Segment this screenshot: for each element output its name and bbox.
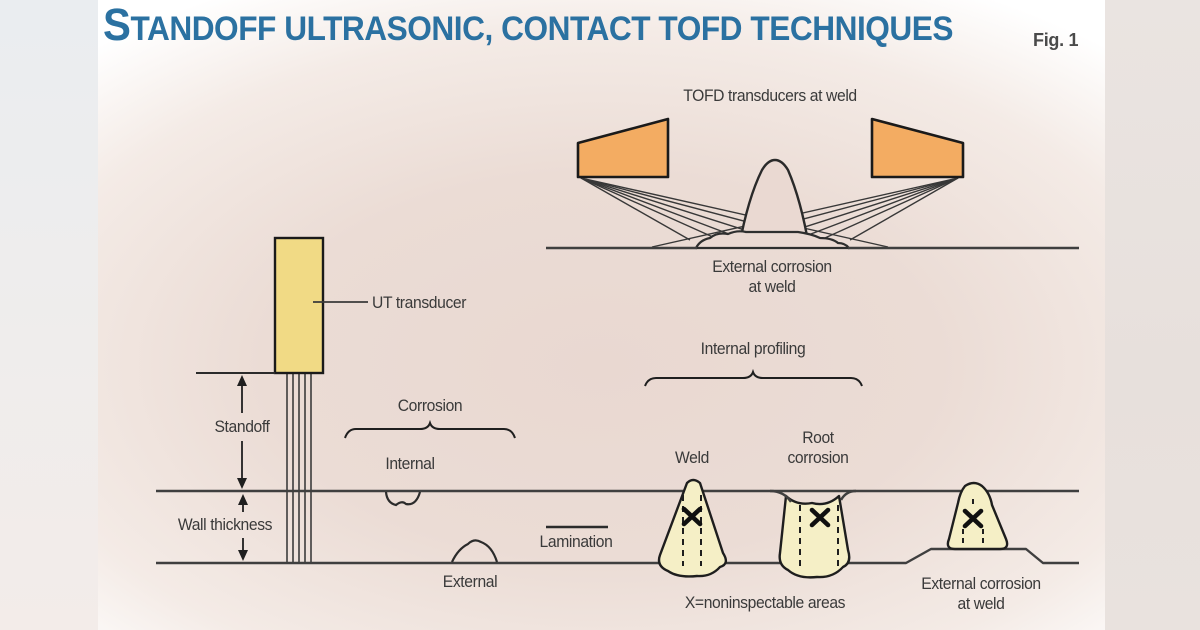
corrosion-label: Corrosion [397, 397, 463, 415]
internal-label: Internal [385, 455, 435, 473]
tofd-transducer-right [870, 117, 965, 179]
weld3-external-corrosion-label: External corrosion at weld [896, 574, 1067, 614]
weld-cap-profile [737, 158, 811, 249]
weld-3-noninspectable-dashes [962, 499, 984, 547]
tofd-external-corrosion-line2: at weld [748, 278, 796, 296]
wall-thickness-label: Wall thickness [177, 516, 273, 534]
ut-transducer-label: UT transducer [372, 294, 467, 312]
internal-profiling-brace [644, 368, 863, 387]
figure-background [98, 0, 1105, 630]
root-corrosion-line1: Root [802, 429, 834, 447]
weld3-external-corrosion-line2: at weld [957, 595, 1005, 613]
ut-transducer [273, 236, 325, 375]
weld-2-root-corrosion-hooks [769, 489, 857, 503]
weld-2-x-mark [809, 507, 831, 528]
tofd-transducer-left [576, 117, 670, 179]
external-corrosion-mound [694, 230, 851, 250]
weld-1-x-mark [681, 506, 703, 527]
weld-1 [657, 478, 728, 578]
left-margin-strip [0, 0, 98, 630]
corrosion-brace [344, 419, 516, 439]
figure-number: Fig. 1 [1033, 30, 1079, 50]
page-title: STANDOFF ULTRASONIC, CONTACT TOFD TECHNI… [103, 0, 954, 50]
lamination-label: Lamination [539, 533, 613, 551]
weld-2 [778, 494, 851, 579]
external-label: External [442, 573, 498, 591]
right-margin-strip [1105, 0, 1200, 630]
root-corrosion-line2: corrosion [787, 449, 849, 467]
wall-thickness-arrow [238, 494, 248, 561]
internal-profiling-label: Internal profiling [700, 340, 806, 358]
weld-1-noninspectable-dashes [682, 495, 702, 566]
standoff-arrow [237, 375, 247, 489]
tofd-external-corrosion-line1: External corrosion [712, 258, 832, 276]
tofd-external-corrosion-label: External corrosion at weld [687, 257, 858, 297]
weld-3-x-mark [962, 508, 984, 529]
noninspectable-label: X=noninspectable areas [684, 594, 846, 612]
standoff-label: Standoff [214, 418, 270, 436]
weld3-external-corrosion-line1: External corrosion [921, 575, 1041, 593]
weld-label: Weld [675, 449, 709, 467]
external-corrosion-bump [451, 539, 499, 563]
root-corrosion-label: Root corrosion [771, 428, 866, 468]
tofd-transducers-label: TOFD transducers at weld [683, 87, 857, 105]
internal-corrosion-pocket [384, 491, 422, 507]
ut-beam-bundle [286, 374, 312, 562]
